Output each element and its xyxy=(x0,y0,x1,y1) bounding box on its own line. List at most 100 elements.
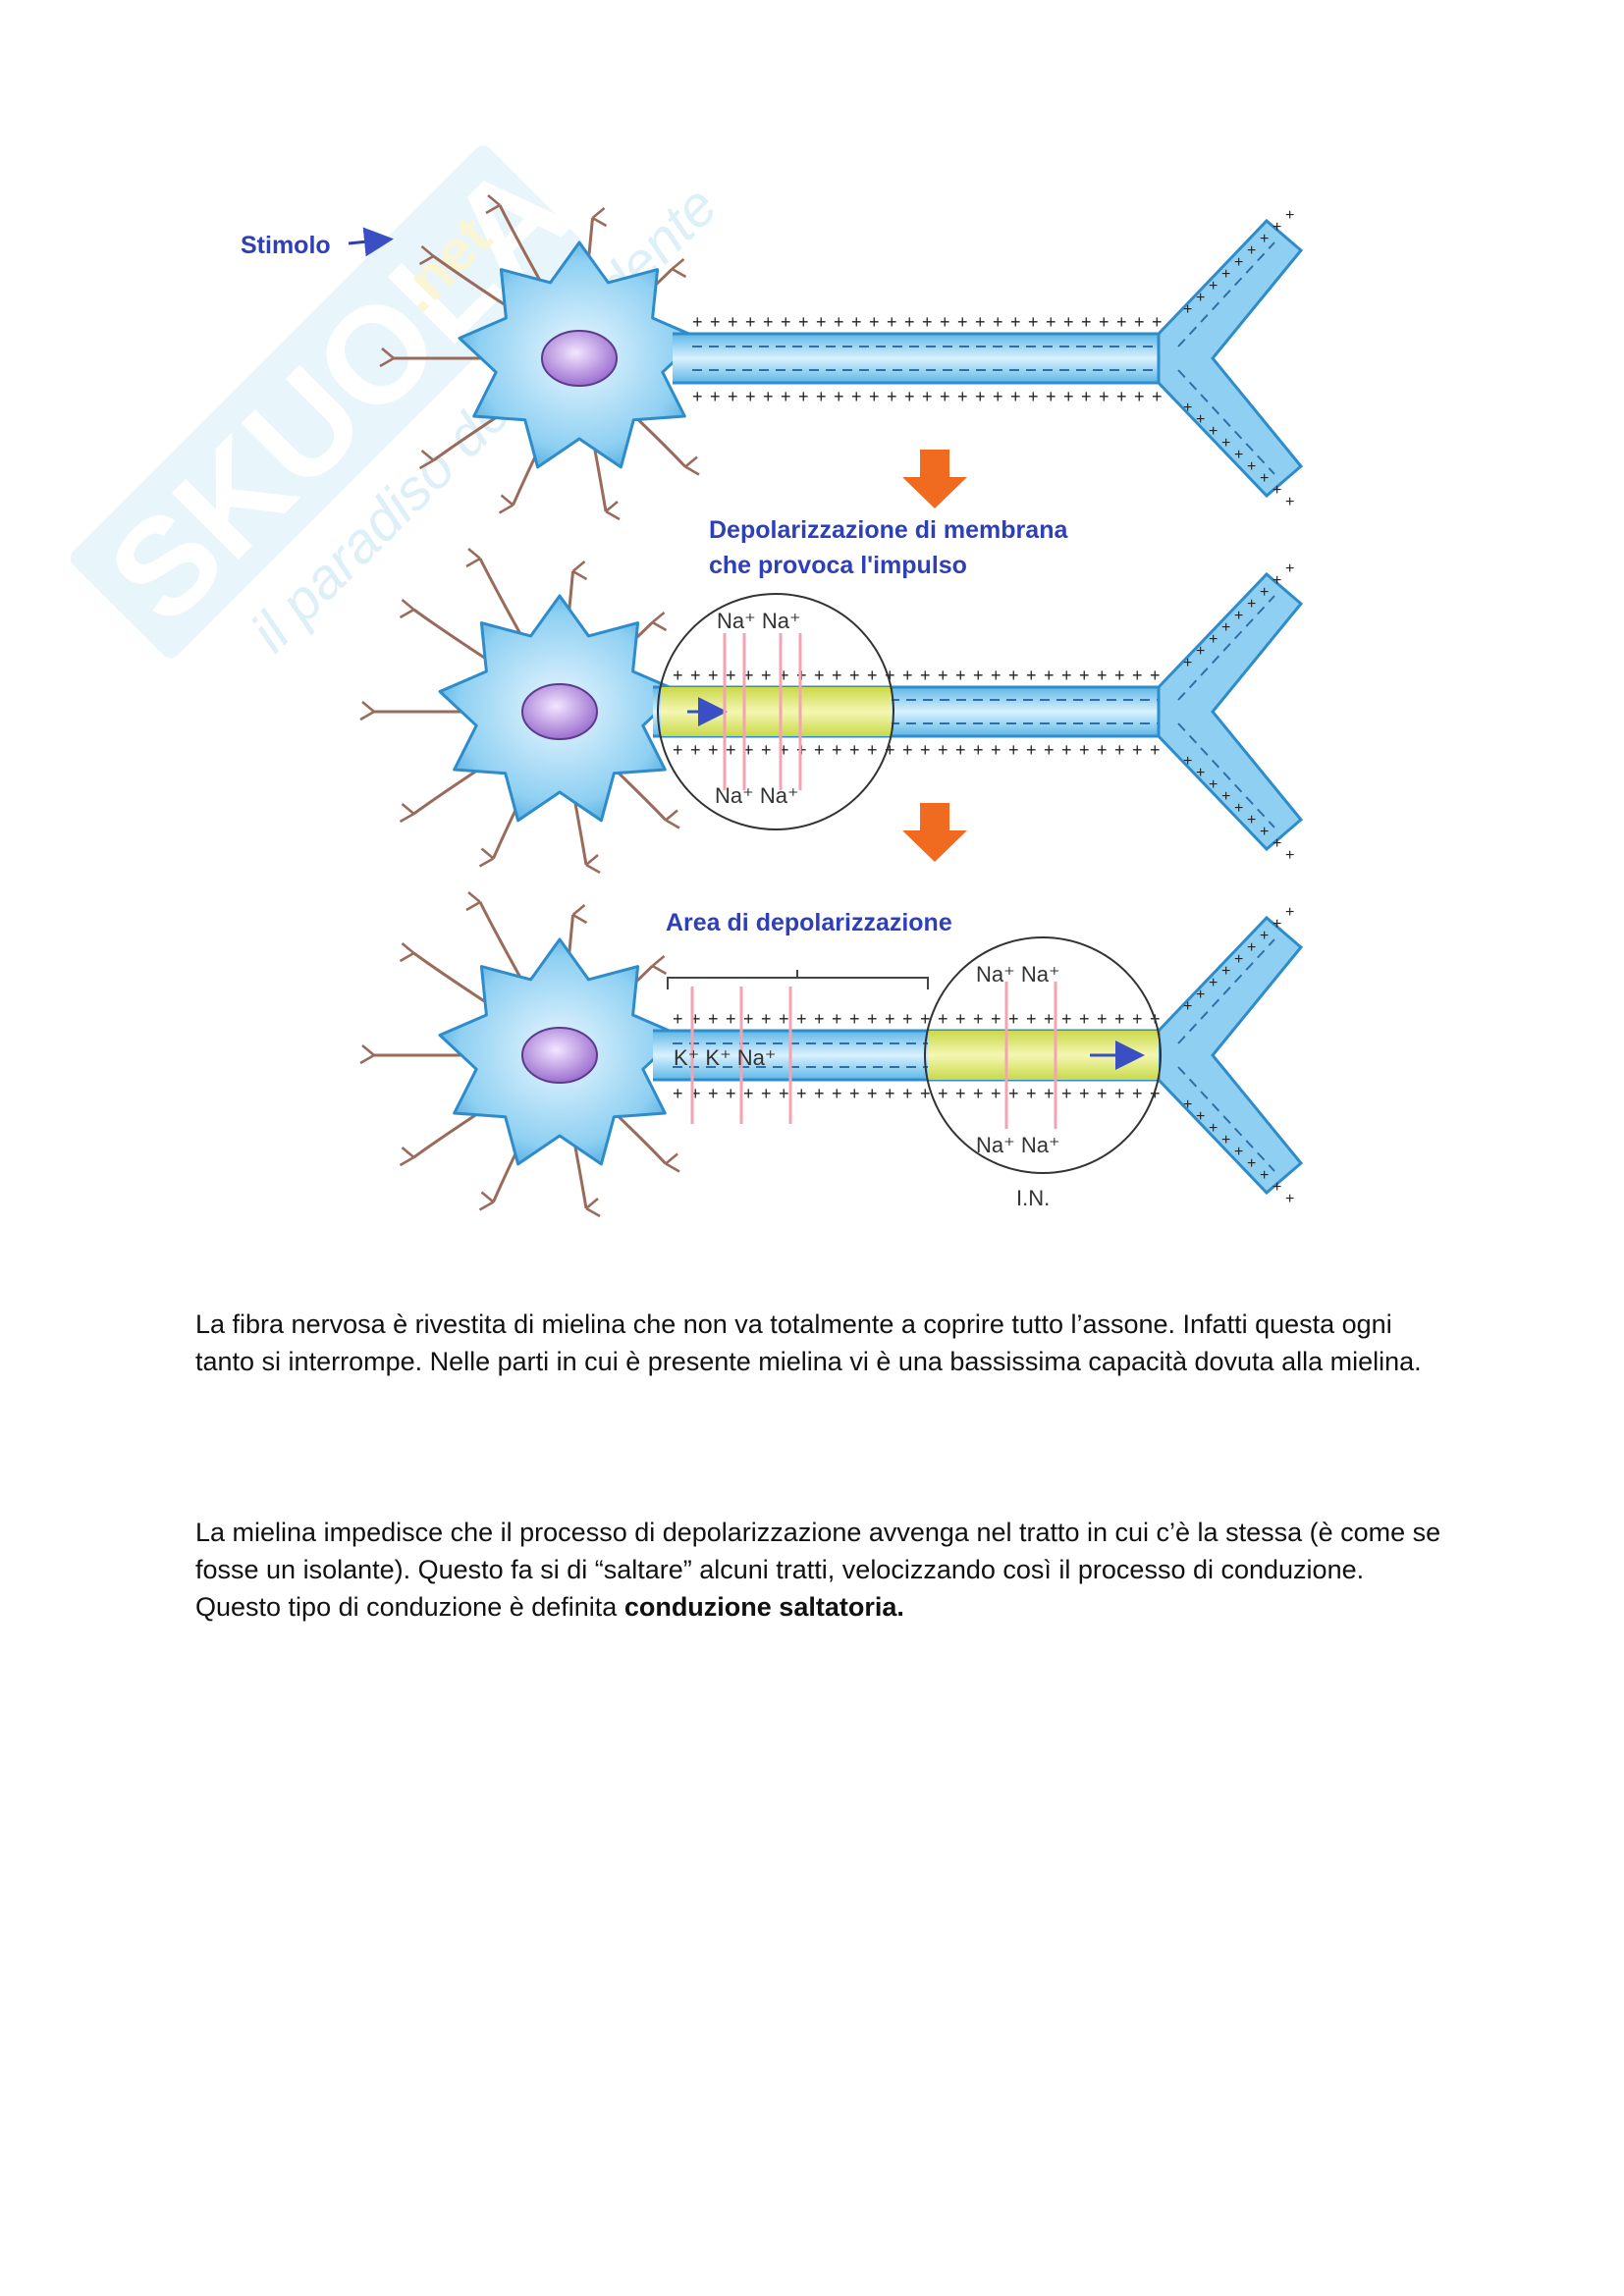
plus-charge: + xyxy=(867,666,878,685)
plus-charge: + xyxy=(1079,740,1090,760)
dendrite-tip xyxy=(498,494,514,514)
plus-charge: + xyxy=(1247,458,1256,475)
plus-charge: + xyxy=(726,1009,736,1029)
plus-charge: + xyxy=(1285,847,1294,864)
plus-charge: + xyxy=(991,1084,1001,1103)
plus-charge: + xyxy=(993,312,1003,332)
plus-charge: + xyxy=(1097,740,1108,760)
plus-charge: + xyxy=(1079,1009,1090,1029)
plus-charge: + xyxy=(991,666,1001,685)
plus-charge: + xyxy=(1183,400,1192,416)
plus-charge: + xyxy=(1008,1009,1019,1029)
plus-charge: + xyxy=(975,387,986,406)
plus-charge: + xyxy=(1132,1009,1143,1029)
plus-charge: + xyxy=(832,1084,842,1103)
plus-charge: + xyxy=(832,1009,842,1029)
plus-charge: + xyxy=(690,1009,701,1029)
plus-charge: + xyxy=(1196,765,1205,781)
plus-charge: + xyxy=(887,387,897,406)
plus-charge: + xyxy=(710,312,721,332)
plus-charge: + xyxy=(849,740,860,760)
plus-charge: + xyxy=(869,312,880,332)
plus-charge: + xyxy=(816,387,827,406)
plus-charge: + xyxy=(955,1009,966,1029)
plus-charge: + xyxy=(1061,1009,1072,1029)
plus-charge: + xyxy=(796,1009,807,1029)
plus-charge: + xyxy=(1152,387,1163,406)
plus-charge: + xyxy=(814,1009,825,1029)
dendrite-tip xyxy=(418,245,435,266)
plus-charge: + xyxy=(761,1084,772,1103)
plus-charge: + xyxy=(1285,1191,1294,1207)
plus-charge: + xyxy=(1260,470,1269,487)
plus-charge: + xyxy=(1272,916,1281,933)
plus-charge: + xyxy=(781,387,791,406)
plus-charge: + xyxy=(1260,584,1269,601)
dendrite xyxy=(498,204,546,289)
plus-charge: + xyxy=(728,387,738,406)
axon-terminal xyxy=(1157,571,1304,852)
plus-charge: + xyxy=(1028,312,1039,332)
plus-charge: + xyxy=(1132,1084,1143,1103)
plus-charge: + xyxy=(1183,998,1192,1015)
plus-charge: + xyxy=(902,1009,913,1029)
plus-charge: + xyxy=(1097,1084,1108,1103)
plus-charge: + xyxy=(1099,387,1110,406)
plus-charge: + xyxy=(1183,1096,1192,1113)
plus-charge: + xyxy=(1234,951,1243,968)
plus-charge: + xyxy=(938,1009,948,1029)
plus-charge: + xyxy=(904,312,915,332)
plus-charge: + xyxy=(692,312,703,332)
plus-charge: + xyxy=(973,666,984,685)
plus-charge: + xyxy=(1209,975,1218,991)
plus-charge: + xyxy=(763,387,774,406)
plus-charge: + xyxy=(1114,740,1125,760)
plus-charge: + xyxy=(1081,312,1092,332)
plus-charge: + xyxy=(743,1009,754,1029)
plus-charge: + xyxy=(1114,666,1125,685)
plus-charge: + xyxy=(1026,740,1037,760)
plus-charge: + xyxy=(1152,312,1163,332)
plus-charge: + xyxy=(920,1084,931,1103)
stimulus-arrow xyxy=(348,227,394,257)
dendrite xyxy=(478,901,526,986)
plus-charge: + xyxy=(692,387,703,406)
plus-charge: + xyxy=(1134,312,1145,332)
paragraph-1: La fibra nervosa è rivestita di mielina … xyxy=(195,1309,1422,1376)
plus-charge: + xyxy=(1044,740,1055,760)
plus-charge: + xyxy=(885,1084,895,1103)
plus-charge: + xyxy=(1150,740,1161,760)
magnifier-circle xyxy=(924,936,1162,1174)
plus-charge: + xyxy=(1221,266,1230,283)
plus-charge: + xyxy=(1097,666,1108,685)
nucleus xyxy=(521,1027,598,1084)
plus-charge: + xyxy=(761,740,772,760)
plus-charge: + xyxy=(1285,561,1294,577)
plus-charge: + xyxy=(814,1084,825,1103)
plus-charge: + xyxy=(726,1084,736,1103)
plus-charge: + xyxy=(708,1084,719,1103)
plus-charge: + xyxy=(1234,608,1243,624)
paragraph-2-text: La mielina impedisce che il processo di … xyxy=(195,1518,1441,1622)
plus-charge: + xyxy=(743,1084,754,1103)
ion-label-top-row3: Na⁺ Na⁺ xyxy=(976,962,1060,987)
ion-label-bottom-row3: Na⁺ Na⁺ xyxy=(976,1133,1060,1157)
plus-charge: + xyxy=(726,666,736,685)
neuron-row-1: ++++++++++++++++++++++++++++++++++++++++… xyxy=(379,194,1304,521)
dendrite-tip xyxy=(399,599,415,619)
plus-charge: + xyxy=(920,1009,931,1029)
plus-charge: + xyxy=(920,740,931,760)
plus-charge: + xyxy=(1061,740,1072,760)
plus-charge: + xyxy=(887,312,897,332)
dendrite-tip xyxy=(591,207,608,228)
plus-charge: + xyxy=(743,740,754,760)
plus-charge: + xyxy=(832,740,842,760)
depolarization-caption-2: che provoca l'impulso xyxy=(709,552,967,579)
charge-line xyxy=(1177,241,1275,475)
plus-charge: + xyxy=(834,312,844,332)
paragraph-2-bold: conduzione saltatoria. xyxy=(623,1592,904,1622)
plus-charge: + xyxy=(1272,835,1281,852)
plus-charge: + xyxy=(1247,812,1256,828)
plus-charge: + xyxy=(745,312,756,332)
depolarization-caption-1: Depolarizzazione di membrana xyxy=(709,516,1068,544)
